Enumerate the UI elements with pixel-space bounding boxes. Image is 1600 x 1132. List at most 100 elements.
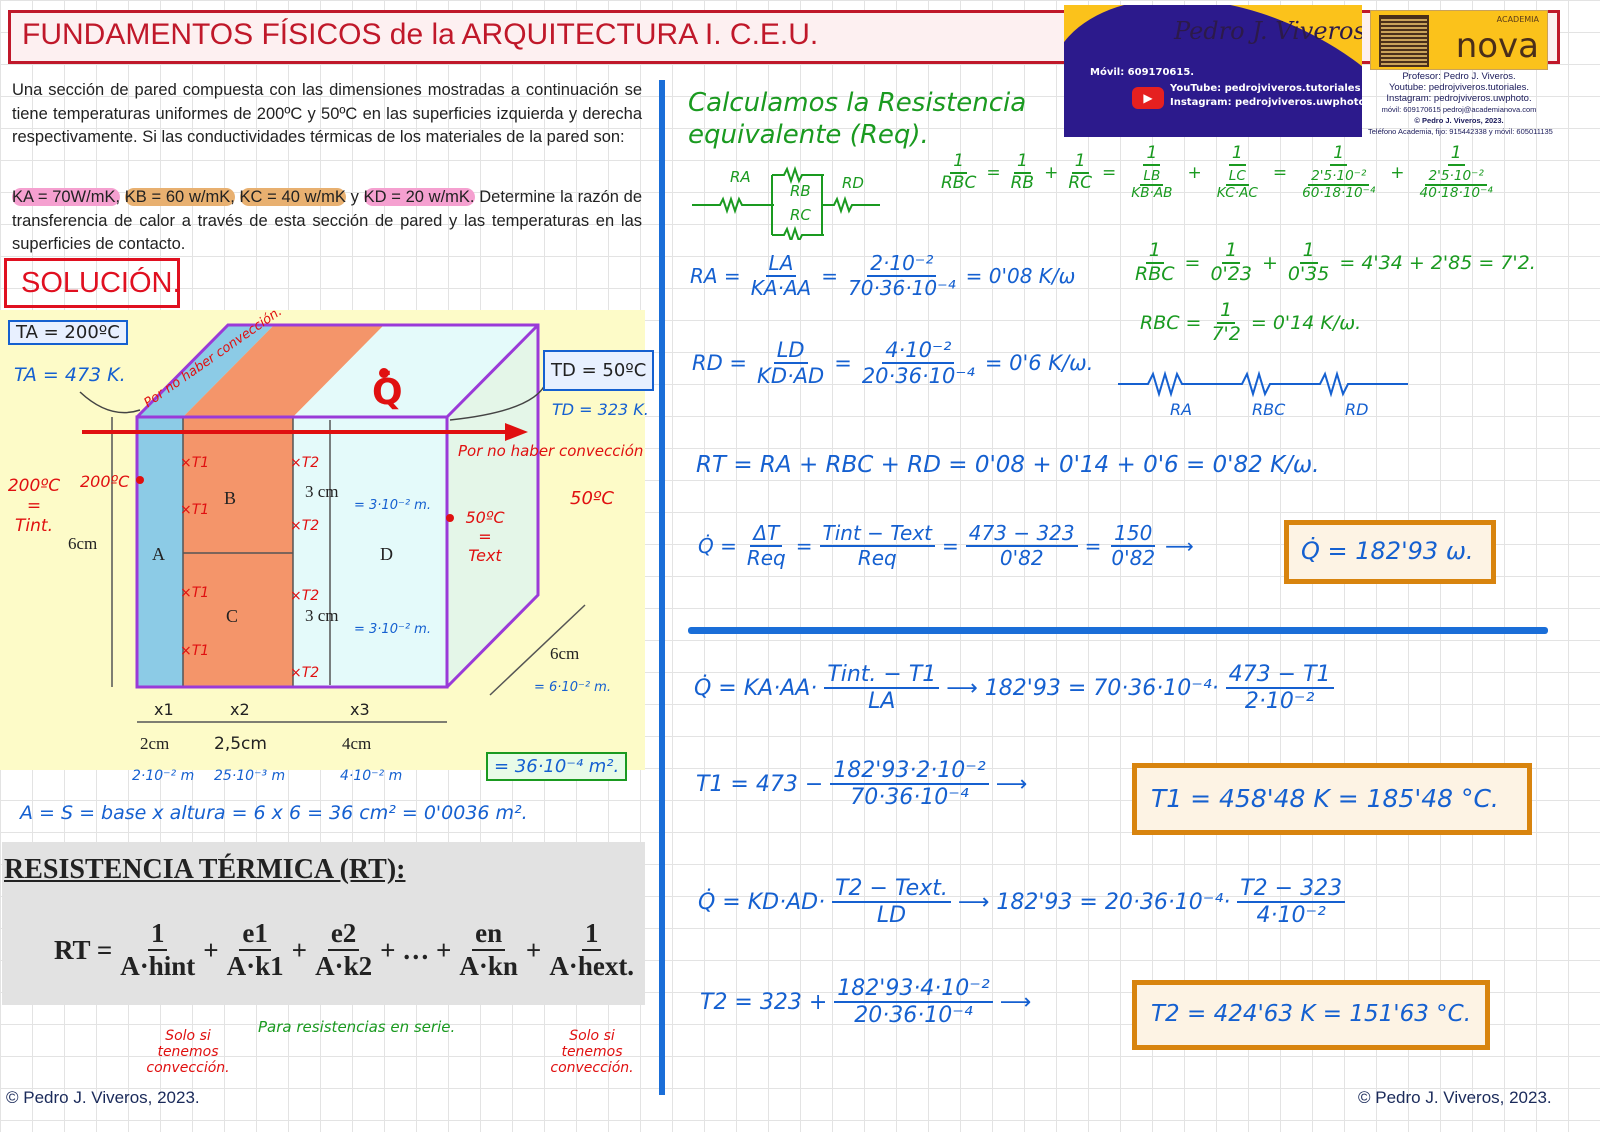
numerator: LA (765, 252, 797, 277)
youtube-icon: ▶ (1132, 87, 1164, 109)
result-q: Q̇ = 182'93 ω. (1284, 520, 1496, 584)
numerator: 1 (1222, 239, 1241, 264)
academy-info: Profesor: Pedro J. Viveros. Youtube: ped… (1368, 71, 1553, 136)
req-title-line2: equivalente (Req). (688, 120, 929, 150)
author-card-logo: Pedro J. Viveros Móvil: 609170615. ▶ You… (1064, 5, 1362, 137)
layer-c-label: C (226, 606, 239, 626)
numerator: T2 − Text. (832, 876, 951, 904)
equation-term: ⟶ (999, 989, 1032, 1015)
equation-term: = (1102, 162, 1117, 183)
denominator: LD (876, 903, 907, 929)
equation-term: RD = (692, 351, 748, 376)
equation-term: + (1187, 162, 1202, 183)
equation-term: = 0'08 K/ω (965, 264, 1076, 288)
denominator: 60·18·10⁻⁴ (1302, 185, 1376, 202)
solution-label: SOLUCIÓN. (4, 258, 181, 308)
denominator: LA (868, 689, 896, 715)
numerator: 1 (1217, 299, 1236, 324)
horizontal-divider (688, 627, 1548, 634)
numerator: LC (1225, 168, 1249, 187)
layer-d-label: D (380, 544, 393, 564)
equation-term: = (986, 162, 1001, 183)
t2-marker: ×T2 (290, 588, 320, 604)
numerator: LB (1140, 168, 1164, 187)
equation-term: RT = RA + RBC + RD = 0'08 + 0'14 + 0'6 =… (696, 452, 1320, 478)
denominator: 40·18·10⁻⁴ (1419, 185, 1493, 202)
series-ra: RA (1170, 400, 1193, 419)
page-title: FUNDAMENTOS FÍSICOS de la ARQUITECTURA I… (22, 18, 819, 51)
fraction: T2 − Text.LD (832, 876, 951, 929)
area-meters-box: = 36·10⁻⁴ m². (486, 752, 628, 781)
t2-marker: ×T2 (290, 518, 320, 534)
heat-flow-q: Q̇ (372, 372, 403, 413)
layer-b-label: B (224, 488, 237, 508)
denominator: 20·36·10⁻⁴ (854, 1003, 973, 1029)
numerator: Tint. − T1 (824, 662, 940, 690)
td-kelvin: TD = 323 K. (552, 400, 649, 419)
equation-term: = (1184, 251, 1201, 274)
equation-term: = (834, 351, 852, 376)
denominator: KC·AC (1216, 185, 1258, 202)
equation-term: + (1390, 162, 1405, 183)
t1-marker: ×T1 (180, 502, 210, 518)
dimension-3cm-m-top: = 3·10⁻² m. (354, 498, 431, 513)
resistance-title: RESISTENCIA TÉRMICA (RT): (4, 854, 406, 885)
equation-term: = 4'34 + 2'85 = 7'2. (1339, 251, 1536, 274)
numerator: ΔT (750, 522, 783, 547)
t1-marker: ×T1 (180, 643, 210, 659)
t1-marker: ×T1 (180, 455, 210, 471)
denominator: RB (1010, 172, 1035, 193)
equation-term: + (1044, 162, 1059, 183)
numerator: 1 (1013, 152, 1031, 174)
layer-a (137, 417, 183, 687)
equation-term: = 0'14 K/ω. (1250, 311, 1362, 334)
note-series: Para resistencias en serie. (258, 1018, 456, 1036)
numerator: 1 (1299, 239, 1318, 264)
x2-label: x2 (230, 700, 250, 719)
denominator: 0'82 (1111, 546, 1156, 570)
t-interior: 200ºC=Tint. (7, 476, 61, 536)
area-equation: A = S = base x altura = 6 x 6 = 36 cm² =… (20, 802, 528, 824)
equation-rt: RT = RA + RBC + RD = 0'08 + 0'14 + 0'6 =… (696, 452, 1319, 478)
denominator: 0'82 (999, 546, 1044, 570)
req-title-line1: Calculamos la Resistencia (688, 88, 1027, 118)
denominator: Req (857, 546, 897, 570)
width-2-m: 25·10⁻³ m (214, 768, 286, 784)
numerator: 2'5·10⁻² (1425, 168, 1487, 187)
vertical-divider (659, 80, 665, 1095)
equation-term: = (1272, 162, 1288, 183)
t-exterior: 50ºC=Text (465, 508, 505, 565)
equation-term: ⟶ 182'93 = 20·36·10⁻⁴· (957, 889, 1231, 915)
top-layer-d (293, 325, 538, 417)
denominator: KD·AD (757, 364, 825, 389)
denominator: KA·AA (750, 276, 812, 300)
t1-marker: ×T1 (180, 585, 210, 601)
t-exterior-red: 50ºC (570, 488, 614, 509)
denominator: 4·10⁻² (1256, 903, 1326, 929)
numerator: 473 − 323 (965, 522, 1078, 547)
dimension-3cm-bottom: 3 cm (305, 606, 339, 625)
equation-term: ⟶ (995, 771, 1028, 797)
denominator: 0'23 (1210, 262, 1252, 285)
denominator: 70·36·10⁻⁴ (848, 276, 956, 300)
